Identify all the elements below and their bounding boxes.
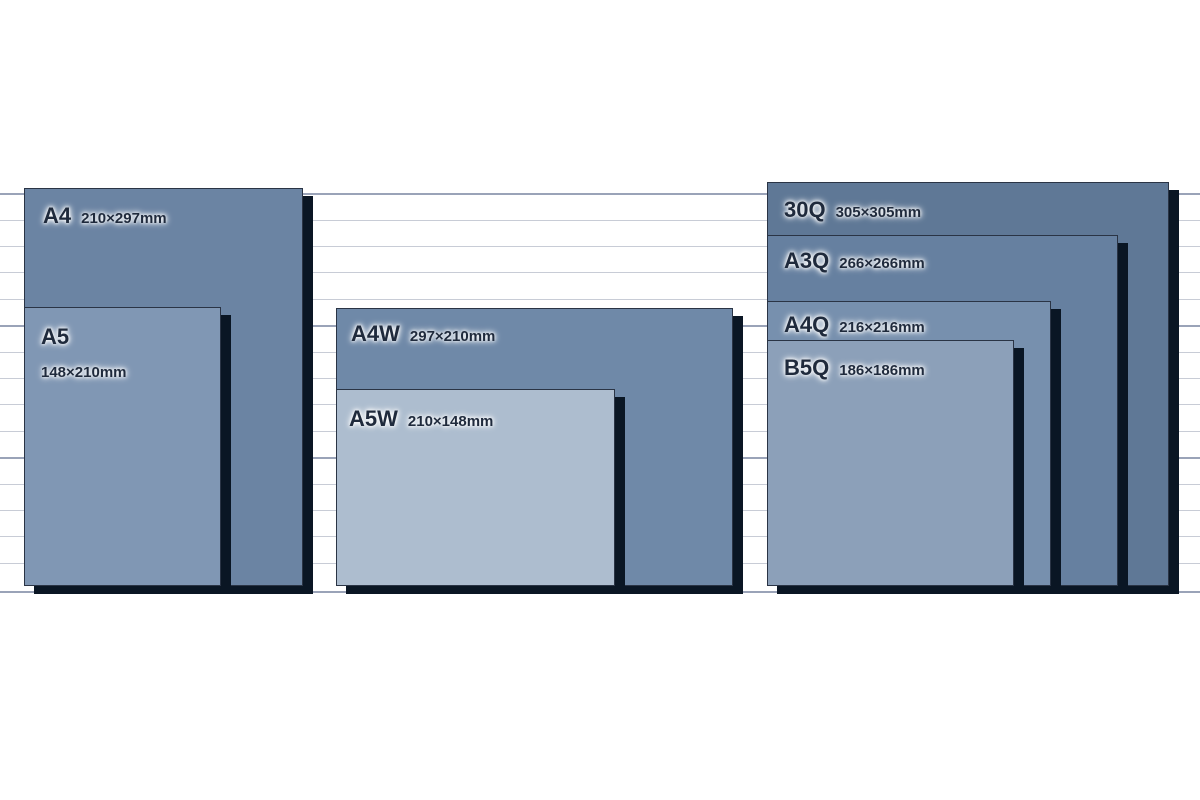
sheet-a5-label: A5 148×210mm <box>41 324 127 381</box>
sheet-a3q-dims: 266×266mm <box>839 255 925 272</box>
sheet-a4-dims: 210×297mm <box>81 210 167 227</box>
sheet-a5w-label: A5W 210×148mm <box>349 406 493 432</box>
sheet-a5w-dims: 210×148mm <box>407 413 494 430</box>
sheet-30q-dims: 305×305mm <box>835 204 922 221</box>
sheet-a4w-dims: 297×210mm <box>409 328 496 345</box>
sheet-a4w-label: A4W 297×210mm <box>351 321 495 347</box>
sheet-a4-label: A4 210×297mm <box>43 203 167 229</box>
sheet-a5w: A5W 210×148mm <box>336 389 615 586</box>
rule-line <box>0 591 1200 593</box>
sheet-30q-name: 30Q <box>784 197 826 222</box>
rule-line <box>0 220 1200 221</box>
sheet-a5-name: A5 <box>41 324 70 349</box>
sheet-a4q-name: A4Q <box>784 312 830 337</box>
rule-line <box>0 246 1200 247</box>
sheet-b5q-dims: 186×186mm <box>839 362 925 379</box>
sheet-a4w-name: A4W <box>351 321 400 346</box>
sheet-a4q-dims: 216×216mm <box>839 319 925 336</box>
sheet-a5: A5 148×210mm <box>24 307 221 586</box>
sheet-a3q-name: A3Q <box>784 248 830 273</box>
sheet-a4q-label: A4Q 216×216mm <box>784 312 925 338</box>
sheet-a4-name: A4 <box>43 203 72 228</box>
rule-line <box>0 272 1200 273</box>
sheet-a3q-label: A3Q 266×266mm <box>784 248 925 274</box>
sheet-a5-dims: 148×210mm <box>41 364 127 381</box>
sheet-b5q: B5Q 186×186mm <box>767 340 1014 586</box>
sheet-30q-label: 30Q 305×305mm <box>784 197 921 223</box>
sheet-b5q-name: B5Q <box>784 355 830 380</box>
sheet-b5q-label: B5Q 186×186mm <box>784 355 925 381</box>
sheet-a5w-name: A5W <box>349 406 398 431</box>
rule-line <box>0 299 1200 300</box>
rule-line <box>0 193 1200 195</box>
